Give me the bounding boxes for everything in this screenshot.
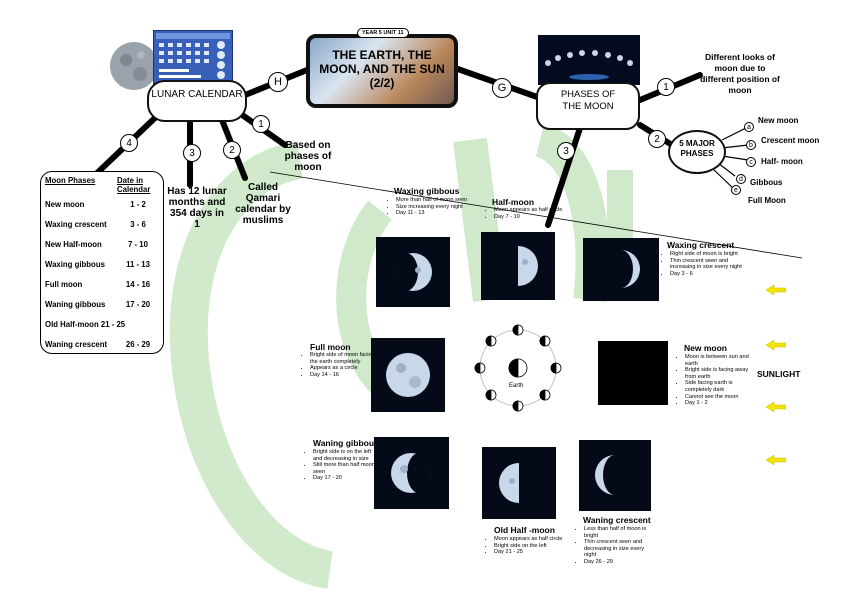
- branch-h: H: [268, 72, 288, 92]
- table-row: Waxing crescent: [45, 220, 107, 229]
- table-cell-days: 11 - 13: [126, 260, 150, 269]
- lunar-branch-4-num: 4: [120, 134, 138, 152]
- center-title: THE EARTH, THE MOON, AND THE SUN (2/2): [319, 48, 445, 90]
- table-header-days: Date in Calendar: [117, 176, 151, 194]
- table-row: Waxing gibbous: [45, 260, 105, 269]
- sunlight-arrow-icon: [766, 455, 786, 465]
- old-half-moon-photo: [482, 447, 556, 519]
- table-row: Full moon: [45, 280, 83, 289]
- waxing-gibbous-title: Waxing gibbous: [394, 186, 460, 196]
- waning-crescent-notes: Less than half of moon is brightThin cre…: [576, 526, 656, 566]
- waxing-crescent-photo: [583, 238, 659, 301]
- waning-gibbous-photo: [374, 437, 449, 509]
- waning-crescent-title: Waning crescent: [583, 515, 651, 525]
- table-cell-days: 17 - 20: [125, 300, 151, 309]
- unit-tag: YEAR 5 UNIT 11: [357, 28, 409, 38]
- full-moon-notes: Bright side of moon facing the earth com…: [302, 352, 376, 378]
- half-moon-notes: Moon appears as half circleDay 7 - 10: [486, 207, 566, 220]
- lunar-branch-1-num: 1: [252, 115, 270, 133]
- new-moon-title: New moon: [684, 343, 727, 353]
- lunar-branch-2-num: 2: [223, 141, 241, 159]
- phases-branch-1-text: Different looks of moon due to different…: [700, 52, 780, 95]
- major-phase-half: Half- moon: [761, 157, 803, 166]
- table-row: Waning gibbous: [45, 300, 106, 309]
- lunar-branch-1-text: Based on phases of moon: [284, 140, 332, 173]
- waning-crescent-photo: [579, 440, 651, 511]
- moon-phases-strip-image: [538, 35, 640, 85]
- major-phases-node[interactable]: 5 MAJOR PHASES: [668, 130, 726, 174]
- major-letter-d: d: [736, 174, 746, 184]
- moon-image: [110, 42, 158, 90]
- new-moon-notes: Moon is between sun and earthBright side…: [677, 354, 755, 407]
- waxing-crescent-notes: Right side of moon is brightThin crescen…: [662, 251, 742, 277]
- waning-gibbous-notes: Bright side is on the left and decreasin…: [305, 449, 377, 482]
- waxing-gibbous-notes: More than half of moon seenSize increasi…: [388, 197, 476, 217]
- half-moon-photo: [481, 232, 555, 300]
- phases-branch-2-num: 2: [648, 130, 666, 148]
- major-phase-crescent: Crescent moon: [761, 136, 820, 145]
- full-moon-title: Full moon: [310, 342, 351, 352]
- table-cell-days: 3 - 6: [130, 220, 146, 229]
- major-letter-a: a: [744, 122, 754, 132]
- old-half-moon-notes: Moon appears as half circleBright side o…: [486, 536, 564, 556]
- phases-branch-1-num: 1: [657, 78, 675, 96]
- table-row: New moon: [45, 200, 85, 209]
- table-cell-days: 26 - 29: [125, 340, 151, 349]
- sunlight-label: SUNLIGHT: [757, 369, 801, 379]
- moon-phases-table: Moon Phases Date in Calendar New moon 1 -…: [40, 171, 164, 354]
- major-letter-e: e: [731, 185, 741, 195]
- center-title-box: THE EARTH, THE MOON, AND THE SUN (2/2): [306, 34, 458, 108]
- lunar-branch-3-num: 3: [183, 144, 201, 162]
- waning-gibbous-title: Waning gibbous: [313, 438, 379, 448]
- major-phase-full: Full Moon: [748, 196, 786, 205]
- major-letter-c: c: [746, 157, 756, 167]
- branch-g: G: [492, 78, 512, 98]
- phases-of-moon-node[interactable]: PHASES OF THE MOON: [536, 82, 640, 130]
- major-phase-gibbous: Gibbous: [750, 178, 783, 187]
- table-header-phase: Moon Phases: [45, 176, 96, 185]
- table-row: Waning crescent: [45, 340, 108, 349]
- table-row: New Half-moon: [45, 240, 102, 249]
- major-phase-new-moon: New moon: [758, 116, 799, 125]
- earth-orbit-diagram: [474, 324, 562, 412]
- table-cell-days: 14 - 16: [125, 280, 151, 289]
- sunlight-arrow-icon: [766, 340, 786, 350]
- table-row: Old Half-moon 21 - 25: [45, 320, 126, 329]
- lunar-branch-3-text: Has 12 lunar months and 354 days in 1: [167, 186, 227, 230]
- sunlight-arrow-icon: [766, 285, 786, 295]
- table-cell-days: 7 - 10: [128, 240, 148, 249]
- full-moon-photo: [371, 338, 445, 412]
- phases-title: PHASES OF THE MOON: [560, 89, 616, 112]
- earth-label: Earth: [509, 383, 524, 389]
- waxing-gibbous-photo: [376, 237, 450, 307]
- lunar-calendar-node[interactable]: LUNAR CALENDAR: [147, 80, 247, 122]
- sunlight-arrow-icon: [766, 402, 786, 412]
- table-cell-days: 1 - 2: [130, 200, 146, 209]
- waxing-crescent-title: Waxing crescent: [667, 240, 735, 250]
- old-half-moon-title: Old Half -moon: [494, 525, 555, 535]
- major-letter-b: b: [746, 140, 756, 150]
- half-moon-title: Half-moon: [492, 197, 535, 207]
- lunar-branch-2-text: Called Qamari calendar by muslims: [235, 182, 291, 226]
- phases-branch-3-num: 3: [557, 142, 575, 160]
- lunar-calendar-title: LUNAR CALENDAR: [151, 89, 243, 100]
- new-moon-photo: [598, 341, 668, 405]
- major-phases-title: 5 MAJOR PHASES: [679, 139, 715, 158]
- calendar-icon: [153, 30, 233, 84]
